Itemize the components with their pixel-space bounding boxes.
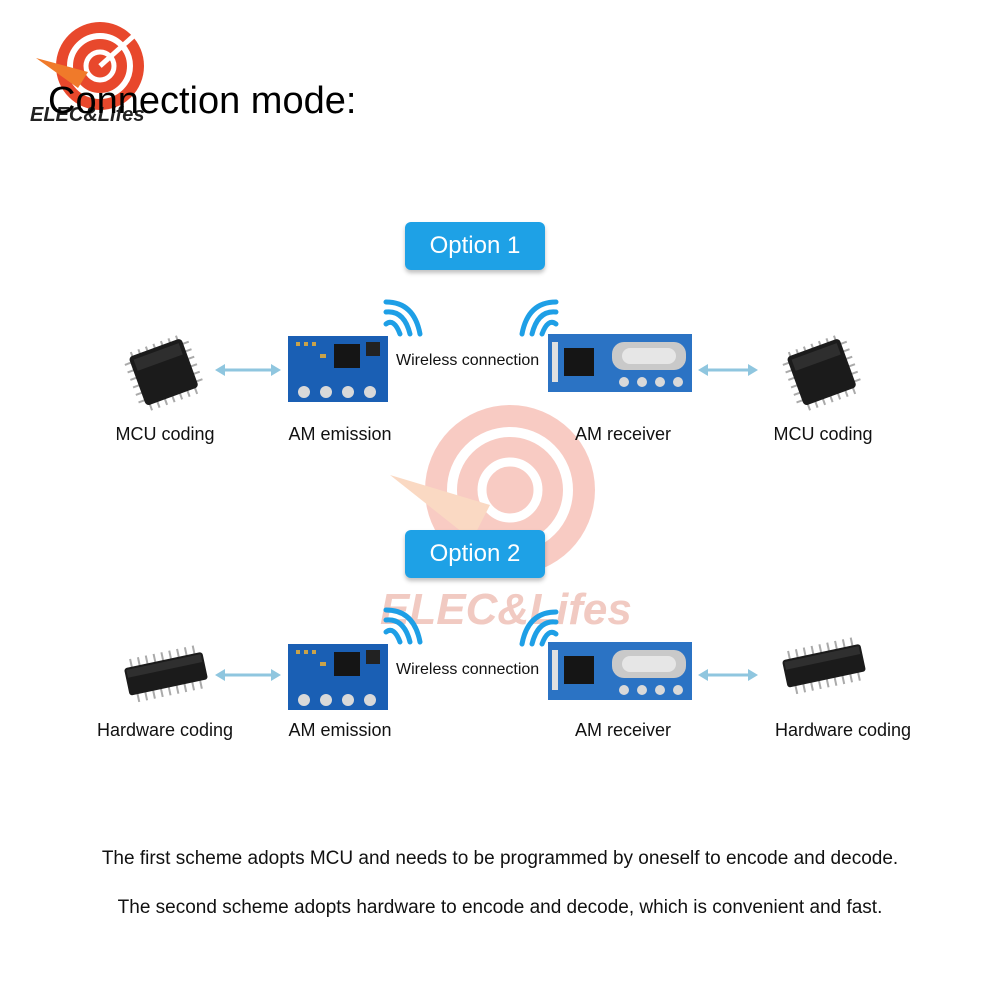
bidirectional-arrow-icon: [698, 364, 758, 376]
bidirectional-arrow-icon: [215, 669, 281, 681]
am-receiver-module-icon: [548, 334, 692, 392]
option-1-tx-label: AM emission: [288, 424, 392, 444]
page-title: Connection mode:: [48, 80, 357, 122]
option-2-left-label: Hardware coding: [96, 720, 234, 740]
option-2-badge: Option 2: [405, 530, 545, 578]
watermark-text: ELEC&Lifes: [380, 585, 632, 634]
option-1-right-label: MCU coding: [773, 424, 873, 444]
caption-option-2: The second scheme adopts hardware to enc…: [117, 897, 883, 918]
option-1-wireless-label: Wireless connection: [396, 352, 540, 369]
option-1-left-label: MCU coding: [115, 424, 215, 444]
am-receiver-module-icon: [548, 642, 692, 700]
hardware-chip-left-icon: [124, 645, 208, 703]
option-1-badge: Option 1: [405, 222, 545, 270]
am-transmitter-module-icon: [288, 336, 388, 402]
signal-wave-icon: [383, 299, 423, 337]
mcu-chip-left-icon: [124, 335, 203, 411]
option-2-wireless-label: Wireless connection: [396, 661, 540, 678]
option-2-right-label: Hardware coding: [774, 720, 912, 740]
bidirectional-arrow-icon: [215, 364, 281, 376]
logo-text: ELEC&Lifes: [30, 104, 145, 126]
mcu-chip-right-icon: [782, 335, 861, 411]
signal-wave-icon: [519, 609, 559, 647]
caption-option-1: The first scheme adopts MCU and needs to…: [101, 848, 899, 869]
bidirectional-arrow-icon: [698, 669, 758, 681]
am-transmitter-module-icon: [288, 644, 388, 710]
brand-logo: [36, 22, 144, 110]
option-2-tx-label: AM emission: [288, 720, 392, 740]
signal-wave-icon: [519, 299, 559, 337]
option-2-rx-label: AM receiver: [574, 720, 672, 740]
hardware-chip-right-icon: [782, 637, 866, 695]
option-1-rx-label: AM receiver: [574, 424, 672, 444]
signal-wave-icon: [383, 607, 423, 645]
